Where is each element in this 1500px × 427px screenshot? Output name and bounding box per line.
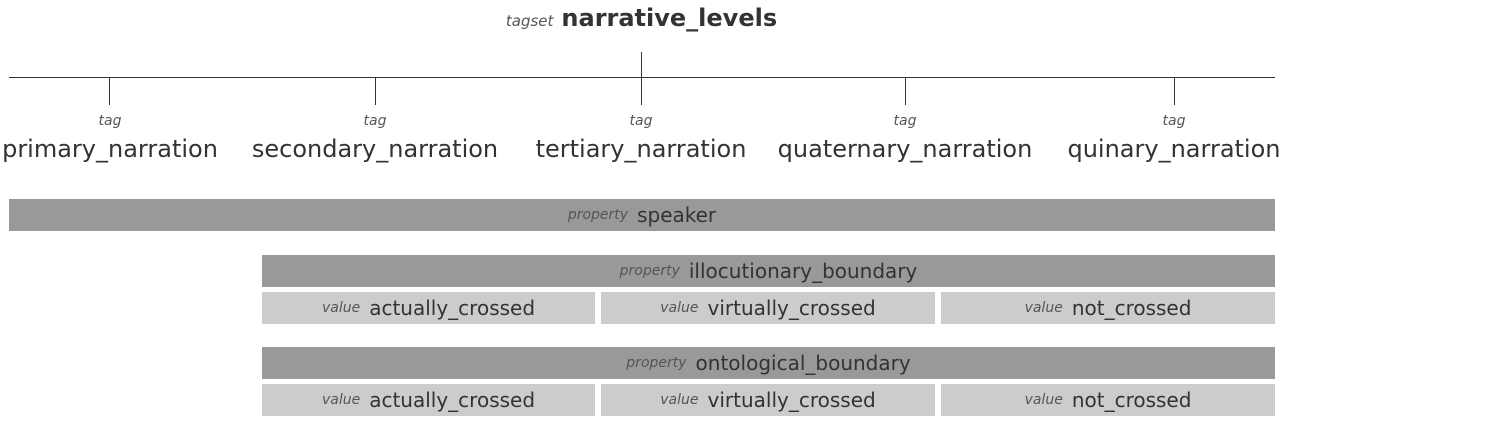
property-name: illocutionary_boundary [688, 259, 918, 283]
tag-keyword: tag [363, 113, 387, 129]
value-keyword: value [321, 300, 361, 316]
tag-branch-line [9, 77, 1275, 78]
tag-name: quinary_narration [1067, 135, 1281, 163]
tag-keyword: tag [629, 113, 653, 129]
tag-node-primary: tag primary_narration [0, 112, 240, 168]
tag-connector [641, 78, 642, 105]
value-name: actually_crossed [369, 296, 536, 320]
tag-connector [905, 78, 906, 105]
value-name: virtually_crossed [707, 388, 876, 412]
tag-node-secondary: tag secondary_narration [245, 112, 505, 168]
tag-name: primary_narration [2, 135, 218, 163]
value-name: not_crossed [1071, 296, 1192, 320]
tag-name: quaternary_narration [777, 135, 1033, 163]
value-bar: value virtually_crossed [601, 292, 935, 324]
value-name: actually_crossed [369, 388, 536, 412]
value-name: not_crossed [1071, 388, 1192, 412]
tagset-heading: tagset narrative_levels [0, 4, 1283, 32]
tag-node-tertiary: tag tertiary_narration [511, 112, 771, 168]
property-name: ontological_boundary [695, 351, 911, 375]
value-bar: value virtually_crossed [601, 384, 935, 416]
property-name: speaker [637, 203, 717, 227]
tag-keyword: tag [1162, 113, 1186, 129]
property-bar-speaker: property speaker [9, 199, 1275, 231]
tag-connector [109, 78, 110, 105]
tag-node-quinary: tag quinary_narration [1044, 112, 1304, 168]
value-name: virtually_crossed [707, 296, 876, 320]
tag-keyword: tag [98, 113, 122, 129]
value-keyword: value [660, 392, 699, 408]
property-bar-ontological-boundary: property ontological_boundary [262, 347, 1275, 379]
value-keyword: value [1024, 300, 1063, 316]
value-bar: value not_crossed [941, 384, 1275, 416]
tag-connector [1174, 78, 1175, 105]
tag-node-quaternary: tag quaternary_narration [775, 112, 1035, 168]
property-keyword: property [619, 263, 680, 279]
property-bar-illocutionary-boundary: property illocutionary_boundary [262, 255, 1275, 287]
property-keyword: property [567, 207, 629, 223]
value-bar: value actually_crossed [262, 384, 595, 416]
tag-name: tertiary_narration [535, 135, 747, 163]
value-keyword: value [321, 392, 361, 408]
tag-keyword: tag [893, 113, 917, 129]
tagset-connector [641, 52, 642, 78]
value-bar: value not_crossed [941, 292, 1275, 324]
tag-connector [375, 78, 376, 105]
tagset-name: narrative_levels [561, 4, 778, 32]
value-bar: value actually_crossed [262, 292, 595, 324]
tag-name: secondary_narration [251, 135, 499, 163]
property-keyword: property [626, 355, 687, 371]
value-keyword: value [660, 300, 699, 316]
value-keyword: value [1024, 392, 1063, 408]
tagset-keyword: tagset [505, 12, 554, 30]
